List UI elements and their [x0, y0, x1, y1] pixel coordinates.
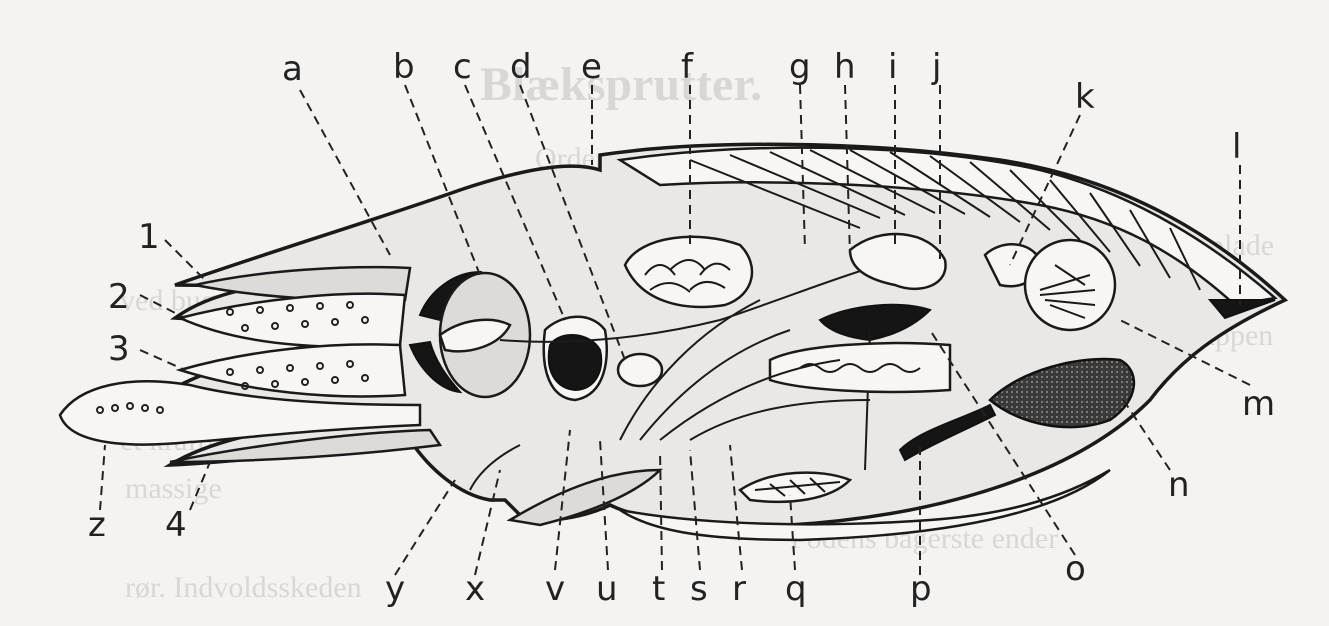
label-q: q: [785, 569, 807, 609]
label-z: z: [88, 505, 106, 545]
label-h: h: [834, 47, 856, 87]
ghost-line-8: rør. Indvoldsskeden: [125, 571, 362, 604]
label-n: n: [1168, 465, 1190, 505]
brain: [549, 335, 602, 390]
label-a: a: [282, 49, 303, 89]
label-e: e: [581, 47, 602, 87]
label-4: 4: [165, 505, 187, 545]
label-o: o: [1065, 549, 1086, 589]
gill: [1025, 240, 1115, 330]
label-b: b: [393, 47, 415, 87]
cephalopod-body: [60, 144, 1285, 540]
label-g: g: [789, 47, 811, 87]
label-y: y: [385, 569, 405, 609]
label-3: 3: [108, 329, 130, 369]
label-k: k: [1075, 77, 1095, 117]
label-u: u: [596, 569, 618, 609]
ghost-line-6: massige: [125, 472, 222, 505]
label-1: 1: [138, 217, 160, 257]
label-r: r: [732, 569, 746, 609]
label-l: l: [1232, 127, 1241, 167]
label-c: c: [453, 47, 472, 87]
label-i: i: [888, 47, 897, 87]
label-m: m: [1242, 384, 1275, 424]
label-v: v: [545, 569, 565, 609]
label-t: t: [652, 569, 665, 609]
label-j: j: [931, 47, 941, 87]
label-p: p: [910, 569, 932, 609]
label-s: s: [690, 569, 708, 609]
label-d: d: [510, 47, 532, 87]
label-f: f: [681, 47, 694, 87]
label-x: x: [465, 569, 485, 609]
label-2: 2: [108, 277, 130, 317]
